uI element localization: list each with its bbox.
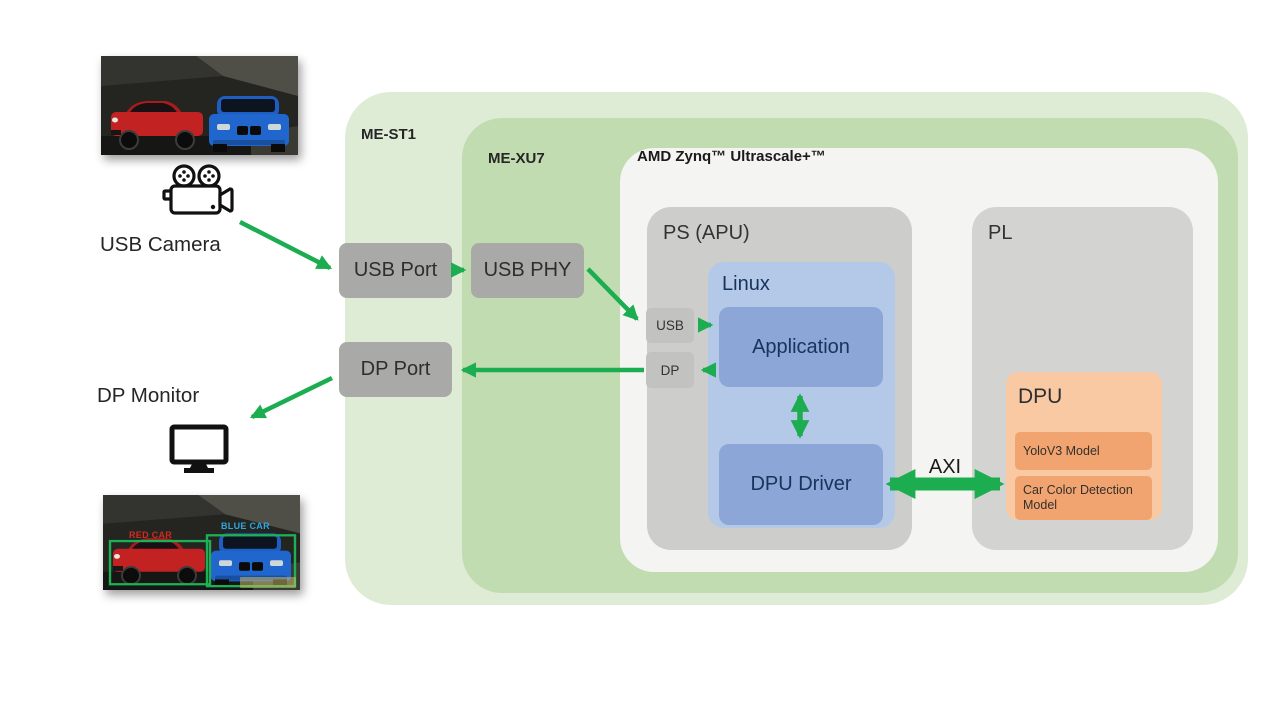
dpu-label: DPU [1018, 385, 1063, 408]
usb-port-block: USB Port [339, 243, 452, 298]
dpu-driver-block: DPU Driver [719, 444, 883, 525]
video-camera-icon [162, 164, 234, 215]
soc-label: AMD Zynq™ Ultrascale+™ [637, 148, 826, 165]
watermark [240, 577, 296, 588]
usb-port-label: USB Port [353, 259, 438, 281]
application-block: Application [719, 307, 883, 387]
yolov3-model-label: YoloV3 Model [1023, 443, 1100, 458]
red-car-bbox [108, 539, 212, 586]
detection-output-image: RED CAR BLUE CAR [103, 495, 300, 590]
dp-port-label: DP Port [360, 358, 431, 380]
dpu-driver-label: DPU Driver [750, 473, 852, 495]
arrow-dpport-to-monitor [249, 375, 333, 420]
usb-phy-block: USB PHY [471, 243, 584, 298]
dp-interface-label: DP [660, 362, 680, 378]
application-label: Application [752, 335, 850, 358]
usb-phy-label: USB PHY [483, 259, 572, 281]
car-color-model-block: Car Color Detection Model [1015, 476, 1152, 520]
me-xu7-label: ME-XU7 [488, 150, 545, 167]
usb-interface-label: USB [656, 318, 684, 333]
dp-monitor-label: DP Monitor [97, 384, 200, 407]
red-car-label: RED CAR [129, 530, 173, 540]
monitor-icon [169, 424, 229, 473]
usb-camera-label: USB Camera [100, 233, 221, 256]
yolov3-model-block: YoloV3 Model [1015, 432, 1152, 470]
car-color-model-label: Car Color Detection Model [1023, 483, 1133, 512]
car-scene-output [103, 495, 300, 590]
arrow-camera-to-usbport [238, 219, 333, 271]
usb-interface-block: USB [646, 308, 694, 343]
dp-interface-block: DP [646, 352, 694, 388]
blue-car [211, 533, 291, 588]
car-scene-input [101, 56, 298, 155]
blue-car [209, 96, 289, 152]
axi-bus-label: AXI [928, 456, 962, 478]
pl-label: PL [988, 222, 1013, 244]
ps-label: PS (APU) [663, 222, 750, 244]
dp-port-block: DP Port [339, 342, 452, 397]
camera-input-image [101, 56, 298, 155]
linux-label: Linux [722, 273, 770, 295]
me-st1-label: ME-ST1 [361, 126, 417, 143]
red-car [111, 101, 203, 150]
blue-car-label: BLUE CAR [221, 521, 270, 531]
